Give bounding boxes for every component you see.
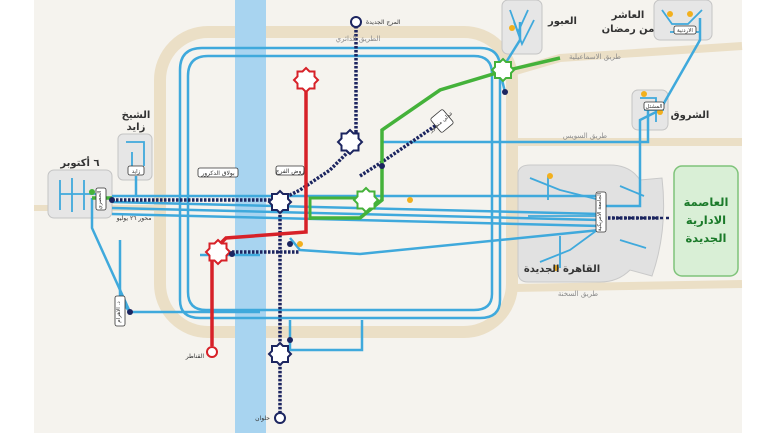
station-label-haram: د. الاهرام [116,301,122,323]
station-red-star-top [292,66,320,94]
station-label-university: الجامعة الامريكية [596,192,603,231]
station-label-shorouk-pill: المشتل [645,104,663,110]
october-label: ٦ أكتوبر [59,156,99,169]
station-label-zayed-pill: زايد [132,169,141,175]
admin-capital-block [673,165,739,277]
station-label-rod-farag: روض الفرج [276,168,305,175]
station-label-26-july: محور ٢٦ يوليو [116,215,152,222]
station-pills [95,25,697,327]
station-label-dokki: بولاق الدكرور [200,170,235,177]
sokhna-road [511,280,743,292]
tenth-label-2: من رمضان [602,24,655,35]
station-dots [89,11,693,424]
green-branch [308,196,360,220]
station-shubra-star [267,189,293,215]
ring-road-label: الطريق الدائري [336,35,381,43]
capital-label-1: العاصمة [684,195,729,209]
station-label-hosary: الحصري [97,190,103,209]
shorouk-label: الشروق [671,110,710,121]
station-label-new-marg: المرج الجديدة [366,19,401,26]
capital-label-2: الادارية [686,213,726,227]
station-label-tenth-pill: الاردنية [677,28,693,34]
station-green-star-top [490,57,516,83]
ismailia-road-label: طريق الاسماعيلية [569,53,621,61]
zayed-label-1: الشيخ [122,110,151,121]
new-cairo-district [517,164,665,283]
capital-label-3: الجديدة [686,231,727,245]
tenth-label-1: العاشر [611,10,645,21]
zayed-label-2: زايد [127,122,146,133]
station-ataba-star [336,128,364,156]
sokhna-road-label: طريق السخنة [558,290,599,298]
new-cairo-label: القاهرة الجديدة [524,264,600,275]
obour-label: العبور [547,16,577,27]
station-red-star-mid [204,238,232,266]
red-line [210,80,308,346]
station-navy-star-south [267,341,293,367]
tenth-district [653,0,713,41]
station-green-star-mid [352,186,380,214]
suez-road-label: طريق السويس [563,132,608,140]
station-label-qanater: القناطر [185,353,205,360]
interchange-stations [204,57,516,367]
station-label-helwan: حلوان [255,415,270,422]
ring-road [154,26,518,338]
